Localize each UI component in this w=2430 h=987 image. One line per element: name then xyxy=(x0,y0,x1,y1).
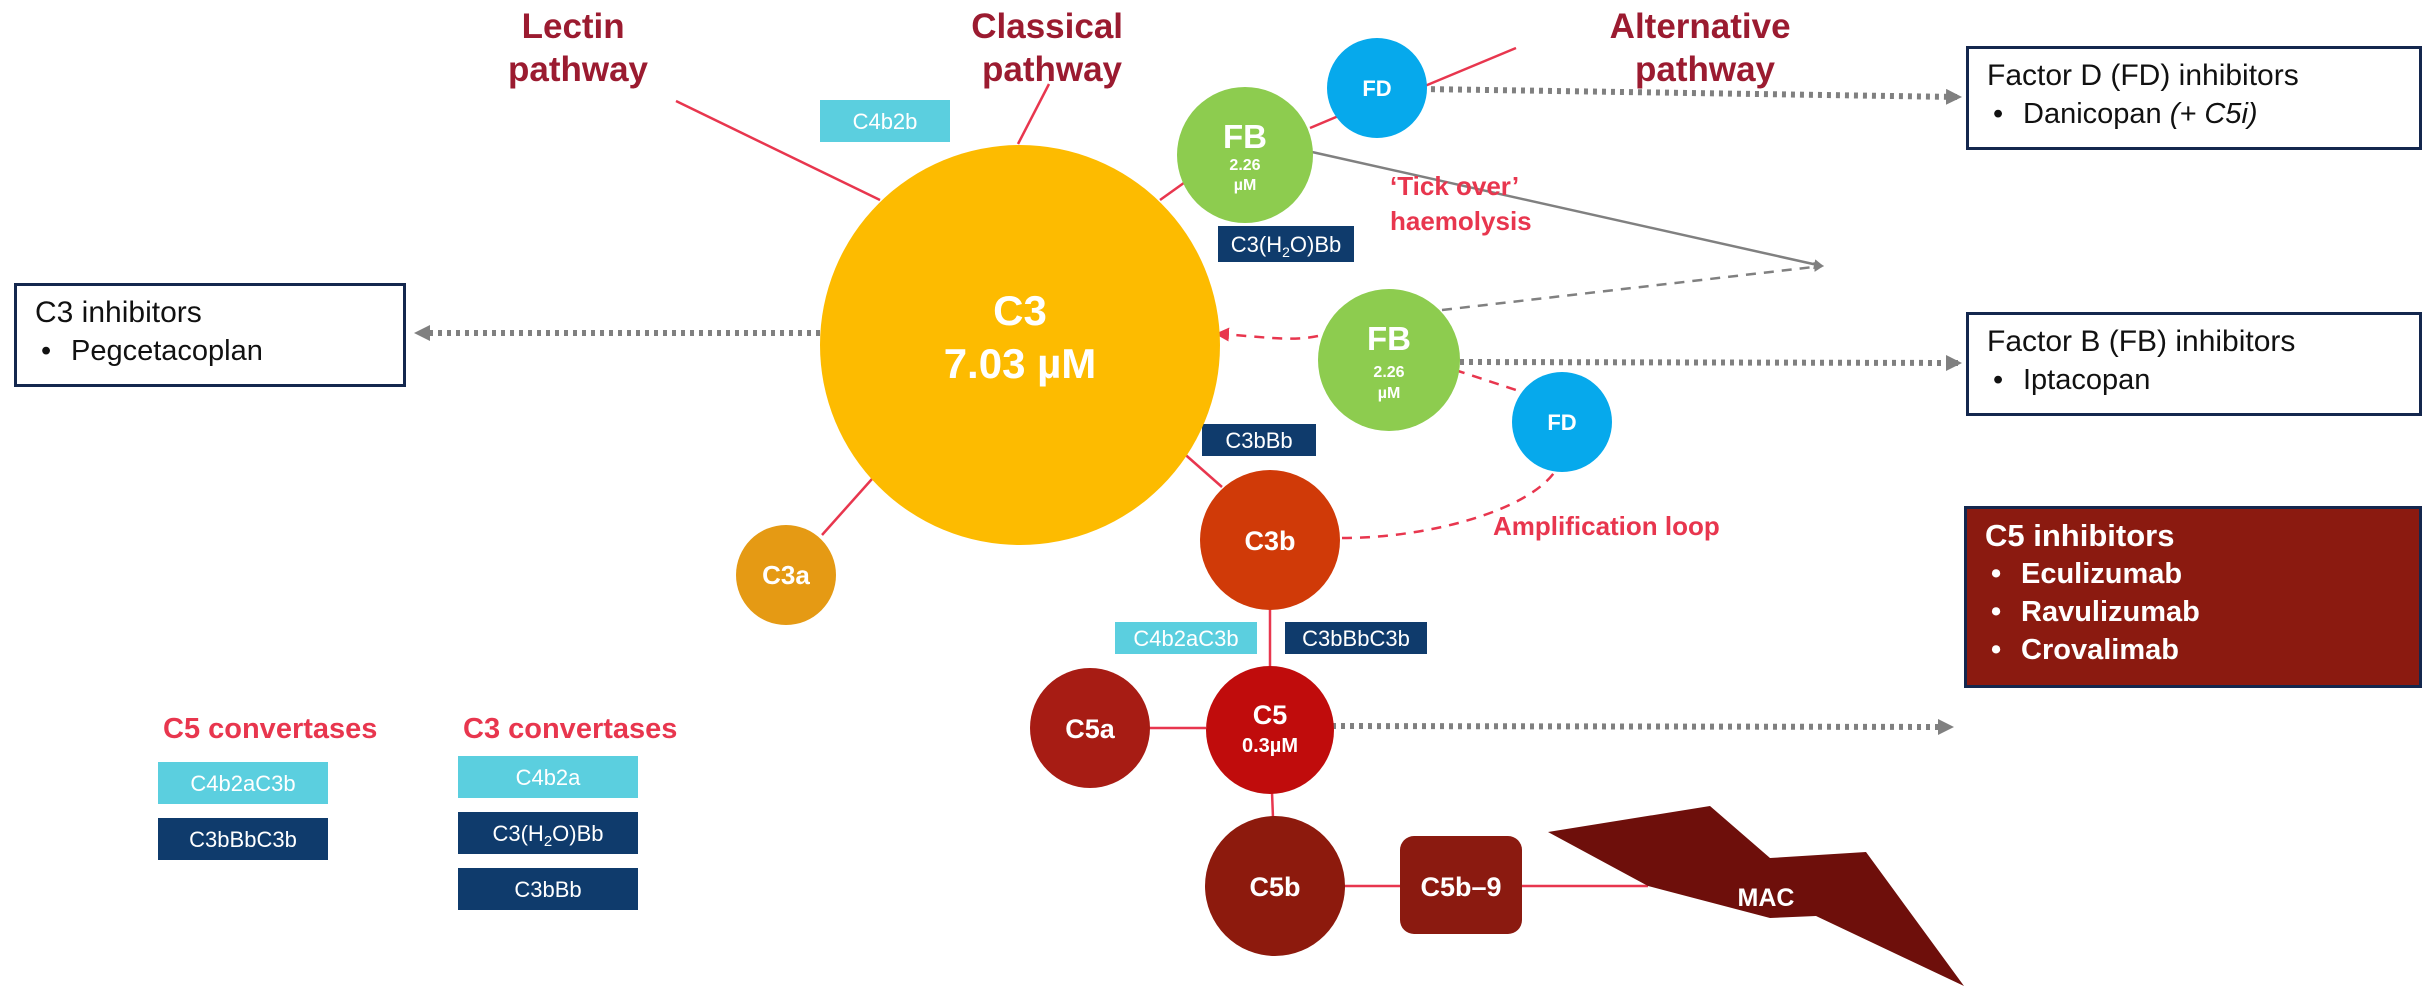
pathway-labels: Lectin pathway Classical pathway Alterna… xyxy=(508,7,1801,89)
svg-text:FD: FD xyxy=(1362,76,1391,101)
svg-text:C3a: C3a xyxy=(762,560,810,590)
fd-inhibitors-title: Factor D (FD) inhibitors xyxy=(1987,59,2299,92)
c5-inhibitors-box: C5 inhibitors •Eculizumab •Ravulizumab •… xyxy=(1964,506,2422,688)
svg-text:C5a: C5a xyxy=(1065,714,1116,744)
amplification-loop xyxy=(1215,327,1558,540)
svg-text:2.26: 2.26 xyxy=(1373,364,1404,381)
svg-text:C3: C3 xyxy=(993,287,1047,334)
fb-mid-node: FB 2.26 µM xyxy=(1318,289,1460,431)
fb-inhibitor-arrow xyxy=(1459,354,1962,371)
fb-inhibitors-box: Factor B (FB) inhibitors •Iptacopan xyxy=(1966,312,2422,416)
svg-text:2.26: 2.26 xyxy=(1229,157,1260,174)
svg-text:FB: FB xyxy=(1223,118,1267,155)
lectin-line xyxy=(675,99,881,202)
svg-text:C4b2aC3b: C4b2aC3b xyxy=(190,771,295,796)
amplification-curve xyxy=(1341,469,1558,540)
amplification-loop-label: Amplification loop xyxy=(1493,511,1720,541)
svg-text:C4b2b: C4b2b xyxy=(853,109,918,134)
fd-inhibitors-box: Factor D (FD) inhibitors •Danicopan (+ C… xyxy=(1966,46,2422,150)
svg-text:C4b2aC3b: C4b2aC3b xyxy=(1133,626,1238,651)
fd-inhibitor-arrow xyxy=(1421,86,1962,105)
svg-text:µM: µM xyxy=(1378,385,1401,402)
legend-c5-item-2: C3bBbC3b xyxy=(158,818,328,860)
tick-over-arrows xyxy=(1311,150,1824,312)
fb-inhibitors-title: Factor B (FB) inhibitors xyxy=(1987,325,2296,358)
c3-inhibitors-title: C3 inhibitors xyxy=(35,296,202,329)
fd-inhibitor-item: •Danicopan (+ C5i) xyxy=(1993,98,2258,130)
svg-text:FD: FD xyxy=(1547,410,1576,435)
tick-over-solid-arrow xyxy=(1311,150,1824,270)
c5-inhibitor-item: •Ravulizumab xyxy=(1991,596,2200,628)
svg-text:C3bBbC3b: C3bBbC3b xyxy=(1302,626,1410,651)
classical-pathway-label: Classical pathway xyxy=(971,7,1133,89)
tag-c4b2ac3b: C4b2aC3b xyxy=(1115,622,1257,654)
annotations: ‘Tick over’ haemolysis Amplification loo… xyxy=(1390,171,1720,541)
c5-inhibitor-arrow xyxy=(1331,718,1954,735)
legend-c5-convertases-title: C5 convertases xyxy=(163,713,377,745)
legend-c5-item-1: C4b2aC3b xyxy=(158,762,328,804)
fb-to-c3-dashed-arrow xyxy=(1215,327,1319,342)
svg-text:C3(H2O)Bb: C3(H2O)Bb xyxy=(1231,232,1342,260)
svg-text:C5: C5 xyxy=(1253,700,1288,730)
c5b9-node: C5b–9 xyxy=(1400,836,1522,934)
svg-text:7.03 µM: 7.03 µM xyxy=(944,340,1097,387)
lectin-pathway-label: Lectin pathway xyxy=(508,7,649,89)
convertase-tags: C4b2b C3(H2O)Bb C3bBb C4b2aC3b C3bBbC3b xyxy=(820,100,1427,654)
fd-mid-node: FD xyxy=(1512,372,1612,472)
tag-c4b2b: C4b2b xyxy=(820,100,950,142)
svg-text:FB: FB xyxy=(1367,320,1411,357)
legend-c3-convertases-title: C3 convertases xyxy=(463,713,677,745)
svg-text:C5b: C5b xyxy=(1249,872,1300,902)
classical-line xyxy=(1016,83,1051,145)
fb-fd-dashed-line xyxy=(1454,368,1523,394)
c5-inhibitor-item: •Eculizumab xyxy=(1991,558,2183,590)
connector-lines xyxy=(675,46,1648,888)
svg-text:MAC: MAC xyxy=(1738,884,1795,912)
legend: C5 convertases C4b2aC3b C3bBbC3b C3 conv… xyxy=(158,713,677,910)
c5-inhibitor-item: •Crovalimab xyxy=(1991,634,2179,666)
c5-node: C5 0.3µM xyxy=(1206,666,1334,794)
inhibitor-arrows xyxy=(414,86,1962,735)
c3a-node: C3a xyxy=(736,525,836,625)
tag-c3bbbc3b: C3bBbC3b xyxy=(1285,622,1427,654)
c3-c3b-line xyxy=(1179,449,1223,488)
c5b-node: C5b xyxy=(1205,816,1345,956)
svg-text:C4b2a: C4b2a xyxy=(516,765,582,790)
legend-c3-item-1: C4b2a xyxy=(458,756,638,798)
c5-inhibitors-title: C5 inhibitors xyxy=(1985,518,2175,553)
c5a-node: C5a xyxy=(1030,668,1150,788)
fb-inhibitor-item: •Iptacopan xyxy=(1993,364,2151,396)
mac-lightning: MAC xyxy=(1548,806,1964,986)
svg-text:µM: µM xyxy=(1234,177,1257,194)
svg-text:C3bBb: C3bBb xyxy=(514,877,581,902)
tick-over-label: ‘Tick over’ haemolysis xyxy=(1390,171,1532,236)
c3-c3a-line xyxy=(821,469,881,536)
c3b-node: C3b xyxy=(1200,470,1340,610)
svg-text:0.3µM: 0.3µM xyxy=(1242,735,1298,757)
haemolysis-dashed-arrow xyxy=(1441,261,1824,312)
legend-c3-item-2: C3(H2O)Bb xyxy=(458,812,638,854)
c5-c5b-line xyxy=(1270,791,1275,819)
svg-text:C3(H2O)Bb: C3(H2O)Bb xyxy=(492,821,603,850)
c3-inhibitors-box: C3 inhibitors •Pegcetacoplan xyxy=(14,283,406,387)
legend-c3-item-3: C3bBb xyxy=(458,868,638,910)
svg-text:C3bBbC3b: C3bBbC3b xyxy=(189,827,297,852)
fb-top-node: FB 2.26 µM xyxy=(1177,87,1313,223)
svg-text:C5b–9: C5b–9 xyxy=(1420,872,1501,902)
tag-c3bbb: C3bBb xyxy=(1202,424,1316,456)
c3-inhibitor-item: •Pegcetacoplan xyxy=(41,335,263,367)
tag-c3h2obb: C3(H2O)Bb xyxy=(1218,226,1354,262)
fd-top-node: FD xyxy=(1327,38,1427,138)
svg-text:C3b: C3b xyxy=(1244,526,1295,556)
svg-text:C3bBb: C3bBb xyxy=(1225,428,1292,453)
alternative-pathway-label: Alternative pathway xyxy=(1610,7,1801,89)
alternative-line xyxy=(1419,46,1517,90)
c3-node: C3 7.03 µM xyxy=(820,145,1220,545)
